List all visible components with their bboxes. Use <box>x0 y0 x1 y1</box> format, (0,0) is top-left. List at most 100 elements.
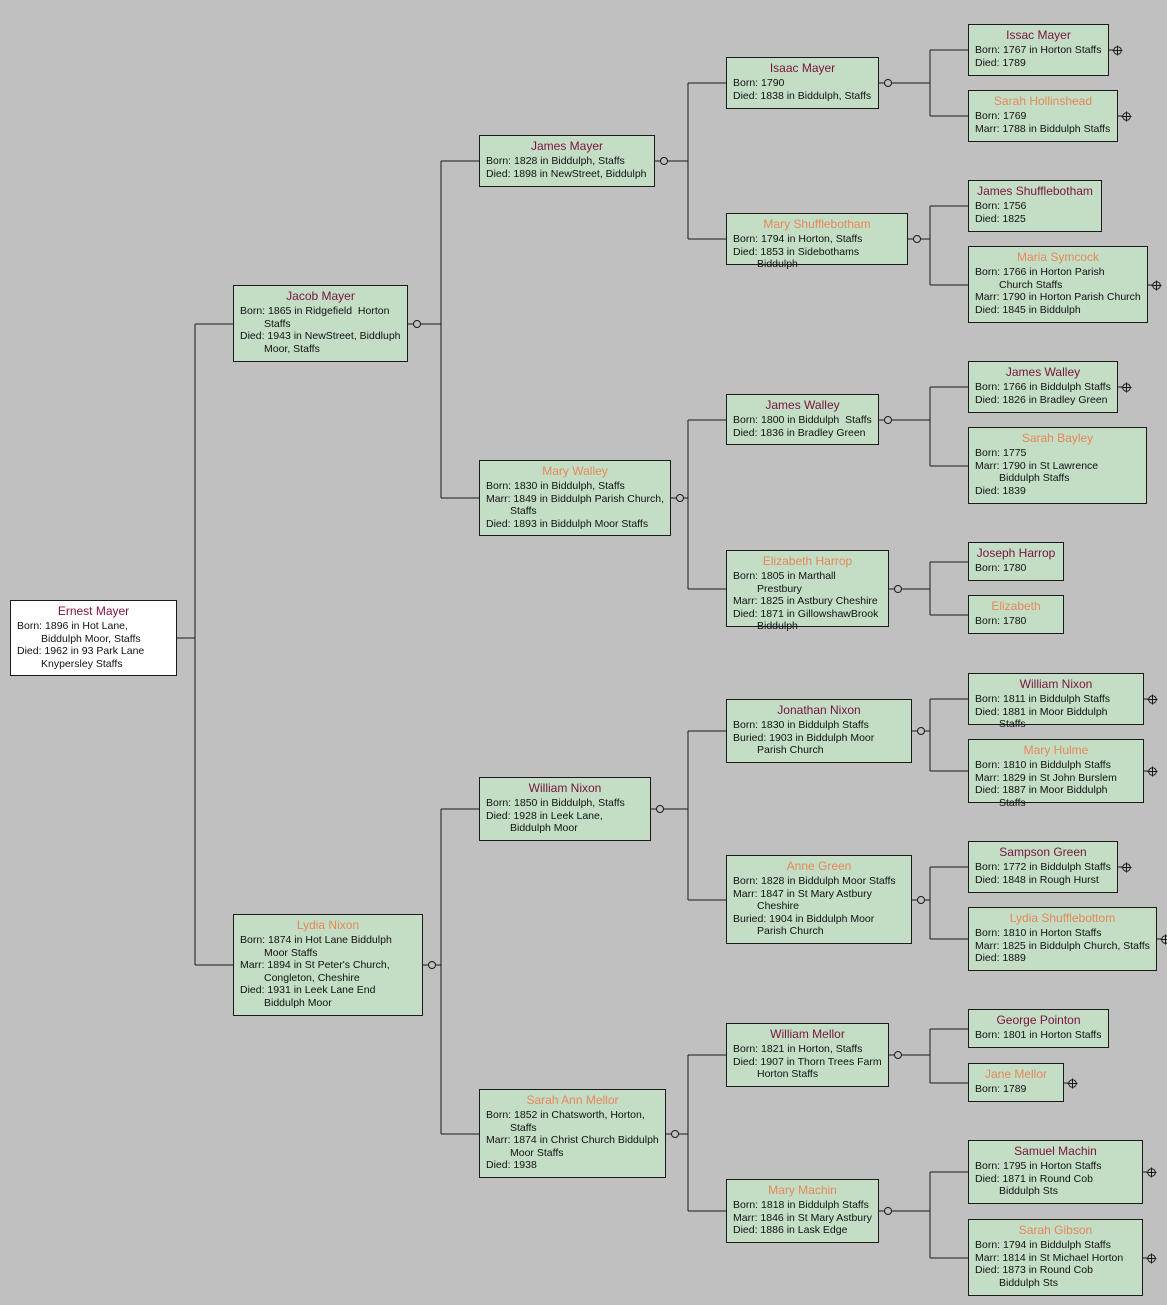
expand-ancestors-icon[interactable] <box>1160 934 1167 945</box>
person-fact: Born: 1850 in Biddulph, Staffs <box>486 797 625 809</box>
person-fact: Died: 1943 in NewStreet, Biddluph Moor, … <box>240 330 404 355</box>
expand-ancestors-icon[interactable] <box>1147 766 1158 777</box>
person-fact: Born: 1767 in Horton Staffs <box>975 44 1102 56</box>
person-fact: Born: 1780 <box>975 615 1027 627</box>
person-fact: Marr: 1790 in St Lawrence Biddulph Staff… <box>975 459 1102 485</box>
person-name: Mary Shufflebotham <box>763 217 871 231</box>
marriage-ring-icon[interactable] <box>884 1207 892 1215</box>
expand-ancestors-icon[interactable] <box>1121 862 1132 873</box>
marriage-ring-icon[interactable] <box>913 235 921 243</box>
person-fact: Died: 1898 in NewStreet, Biddulph <box>486 167 647 180</box>
person-fact: Born: 1794 in Horton, Staffs <box>733 233 863 245</box>
expand-ancestors-icon[interactable] <box>1121 382 1132 393</box>
marriage-ring-icon[interactable] <box>917 727 925 735</box>
person-name: Jane Mellor <box>984 1067 1048 1081</box>
person-fact: Born: 1852 in Chatsworth, Horton, Staffs <box>486 1109 648 1134</box>
person-fact: Born: 1756 <box>975 200 1027 212</box>
person-fact: Born: 1896 in Hot Lane, Biddulph Moor, S… <box>17 620 141 645</box>
person-fact: Born: 1766 in Horton Parish Church Staff… <box>975 266 1108 291</box>
person-name: Joseph Harrop <box>976 546 1056 560</box>
marriage-ring-icon[interactable] <box>894 1051 902 1059</box>
person-name: William Nixon <box>1019 677 1093 691</box>
person-fact: Born: 1810 in Biddulph Staffs <box>975 759 1111 771</box>
marriage-ring-icon[interactable] <box>656 805 664 813</box>
person-fact: Died: 1931 in Leek Lane End Biddulph Moo… <box>240 984 379 1009</box>
person-fact: Died: 1836 in Bradley Green <box>733 426 866 439</box>
person-fact: Born: 1821 in Horton, Staffs <box>733 1043 863 1055</box>
marriage-ring-icon[interactable] <box>894 585 902 593</box>
person-name: Elizabeth <box>991 599 1041 613</box>
person-name: Anne Green <box>786 859 852 873</box>
person-name: Lydia Shufflebottom <box>1009 911 1116 925</box>
person-fact: Died: 1871 in Round Cob Biddulph Sts <box>975 1172 1096 1198</box>
person-fact: Died: 1838 in Biddulph, Staffs <box>733 89 872 102</box>
person-fact: Born: 1828 in Biddulph, Staffs <box>486 155 625 167</box>
expand-ancestors-icon[interactable] <box>1147 694 1158 705</box>
person-name: Sarah Ann Mellor <box>526 1093 619 1107</box>
person-fact: Died: 1845 in Biddulph <box>975 303 1081 316</box>
marriage-ring-icon[interactable] <box>917 896 925 904</box>
expand-ancestors-icon[interactable] <box>1067 1078 1078 1089</box>
expand-ancestors-icon[interactable] <box>1151 280 1162 291</box>
marriage-ring-icon[interactable] <box>428 961 436 969</box>
person-name: Lydia Nixon <box>296 918 360 932</box>
expand-ancestors-icon[interactable] <box>1112 45 1123 56</box>
marriage-ring-icon[interactable] <box>884 416 892 424</box>
person-fact: Died: 1881 in Moor Biddulph Staffs <box>975 705 1111 731</box>
marriage-ring-icon[interactable] <box>671 1130 679 1138</box>
person-name: Sarah Hollinshead <box>993 94 1093 108</box>
marriage-ring-icon[interactable] <box>884 79 892 87</box>
person-fact: Marr: 1790 in Horton Parish Church <box>975 291 1141 304</box>
person-fact: Died: 1928 in Leek Lane, Biddulph Moor <box>486 809 606 835</box>
person-name: James Walley <box>1005 365 1081 379</box>
person-name: William Mellor <box>770 1027 845 1041</box>
person-fact: Born: 1828 in Biddulph Moor Staffs <box>733 875 896 887</box>
person-fact: Born: 1805 in Marthall Prestbury <box>733 570 839 595</box>
person-fact: Born: 1795 in Horton Staffs <box>975 1160 1102 1172</box>
marriage-ring-icon[interactable] <box>413 320 421 328</box>
expand-ancestors-icon[interactable] <box>1121 111 1132 122</box>
expand-ancestors-icon[interactable] <box>1146 1167 1157 1178</box>
expand-ancestors-icon[interactable] <box>1146 1253 1157 1264</box>
person-fact: Born: 1790 <box>733 77 785 89</box>
person-name: Jonathan Nixon <box>777 703 861 717</box>
person-fact: Died: 1886 in Lask Edge <box>733 1224 848 1237</box>
marriage-ring-icon[interactable] <box>676 494 684 502</box>
person-name: James Mayer <box>530 139 604 153</box>
person-fact: Marr: 1849 in Biddulph Parish Church, St… <box>486 492 667 518</box>
person-name: James Walley <box>765 398 840 412</box>
marriage-ring-icon[interactable] <box>660 157 668 165</box>
